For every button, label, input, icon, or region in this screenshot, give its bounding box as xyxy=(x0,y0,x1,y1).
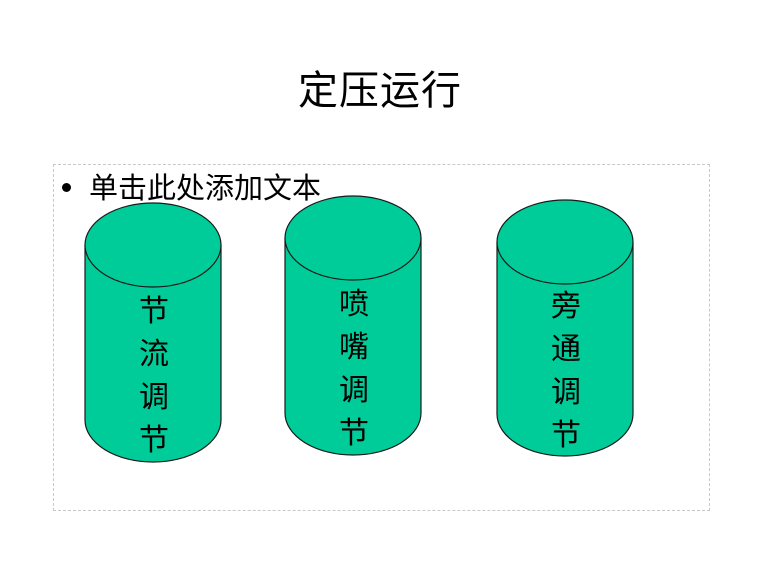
cylinder-shape xyxy=(84,202,222,463)
cylinder-throttle-regulation[interactable]: 节 流 调 节 xyxy=(84,202,224,464)
cylinder-label: 节 流 调 节 xyxy=(139,294,169,458)
cylinder-label: 旁 通 调 节 xyxy=(551,289,581,453)
cylinder-shape xyxy=(496,199,634,457)
slide-title[interactable]: 定压运行 xyxy=(298,68,462,114)
cylinder-nozzle-regulation[interactable]: 喷 嘴 调 节 xyxy=(284,195,424,457)
cylinder-shape xyxy=(284,195,422,456)
content-placeholder[interactable] xyxy=(53,164,710,511)
bullet-item[interactable]: 单击此处添加文本 xyxy=(62,168,321,208)
cylinder-bypass-regulation[interactable]: 旁 通 调 节 xyxy=(496,199,636,461)
bullet-icon xyxy=(62,182,71,192)
cylinder-label: 喷 嘴 调 节 xyxy=(339,287,369,451)
placeholder-text: 单击此处添加文本 xyxy=(89,171,322,205)
